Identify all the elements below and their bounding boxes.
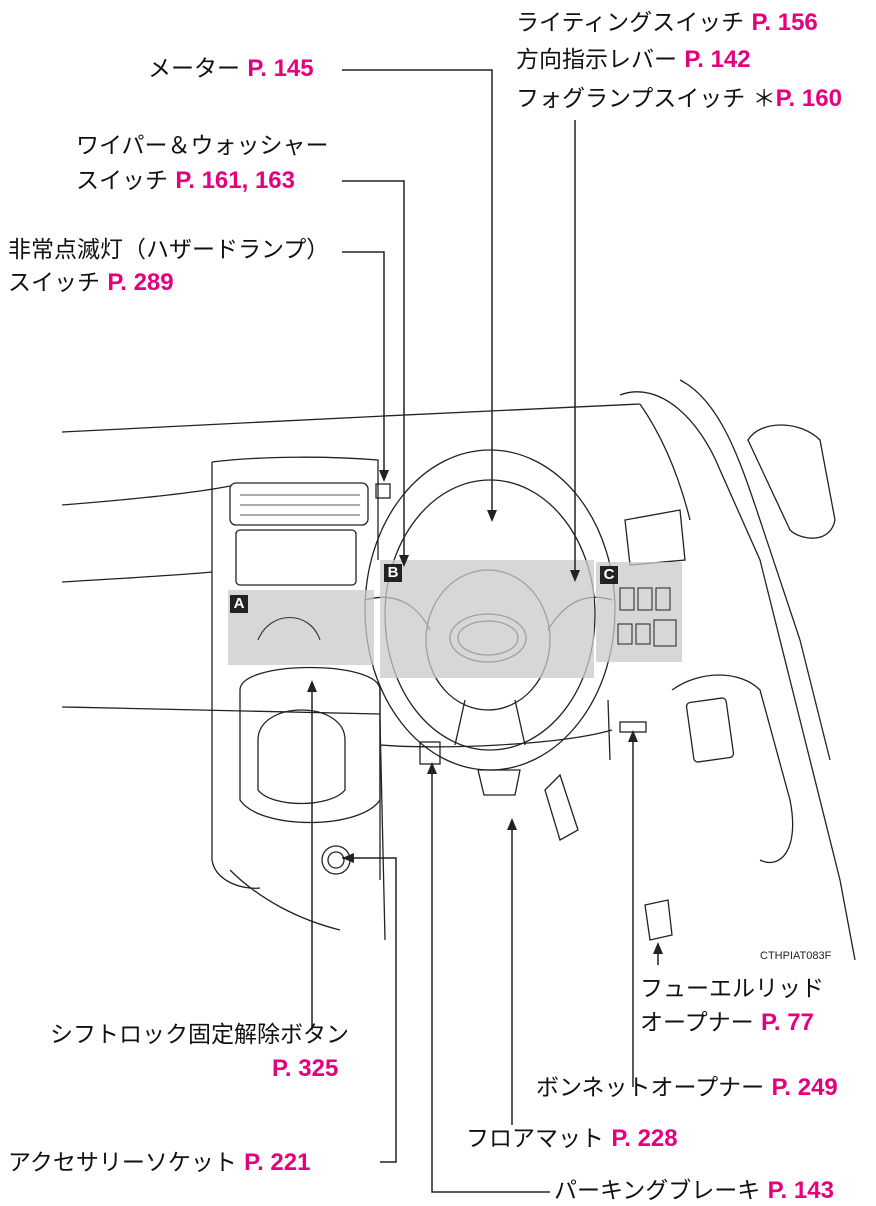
label-text: 方向指示レバー <box>516 47 677 73</box>
page-ref[interactable]: P. 145 <box>247 55 314 82</box>
page-ref[interactable]: P. 325 <box>272 1055 339 1082</box>
page-ref[interactable]: P. 143 <box>767 1177 834 1204</box>
label-text: フロアマット <box>466 1126 604 1152</box>
label-text: フォグランプスイッチ ＊ <box>516 86 776 112</box>
page-ref[interactable]: P. 289 <box>107 269 174 296</box>
label-hazard-line1: 非常点滅灯（ハザードランプ） <box>8 237 330 263</box>
label-fuel-line1: フューエルリッド <box>640 976 824 1002</box>
label-floor-mat: フロアマット P. 228 <box>466 1124 678 1154</box>
page-ref[interactable]: P. 161, 163 <box>175 167 295 194</box>
label-bonnet-opener: ボンネットオープナー P. 249 <box>536 1073 838 1103</box>
inset-badge-b: B <box>384 564 402 582</box>
page-ref[interactable]: P. 228 <box>611 1125 678 1152</box>
label-hazard-switch: スイッチ P. 289 <box>8 268 174 298</box>
label-accessory-socket: アクセサリーソケット P. 221 <box>8 1148 310 1178</box>
label-text: メーター <box>148 56 240 82</box>
label-meter: メーター P. 145 <box>148 54 314 84</box>
label-shift-lock-line1: シフトロック固定解除ボタン <box>50 1022 349 1048</box>
page-ref[interactable]: P. 77 <box>760 1009 814 1036</box>
page-ref[interactable]: P. 160 <box>775 85 842 112</box>
label-text: スイッチ <box>8 270 100 296</box>
label-wiper-switch: スイッチ P. 161, 163 <box>76 166 295 196</box>
label-shift-lock-ref: P. 325 <box>272 1054 338 1084</box>
page-ref[interactable]: P. 221 <box>244 1149 311 1176</box>
label-text: パーキングブレーキ <box>554 1178 761 1204</box>
page-ref[interactable]: P. 249 <box>771 1074 838 1101</box>
label-text: オープナー <box>640 1010 754 1036</box>
page-ref[interactable]: P. 156 <box>751 9 818 36</box>
label-text: ボンネットオープナー <box>536 1075 765 1101</box>
label-parking-brake: パーキングブレーキ P. 143 <box>554 1176 834 1206</box>
page-ref[interactable]: P. 142 <box>684 46 751 73</box>
label-text: ライティングスイッチ <box>516 10 745 36</box>
label-text: スイッチ <box>76 168 168 194</box>
label-fog-lamp-switch: フォグランプスイッチ ＊P. 160 <box>516 84 842 114</box>
label-text: アクセサリーソケット <box>8 1150 237 1176</box>
label-turn-signal-lever: 方向指示レバー P. 142 <box>516 45 751 75</box>
inset-badge-a: A <box>230 595 248 613</box>
label-lighting-switch: ライティングスイッチ P. 156 <box>516 8 818 38</box>
figure-code: CTHPIAT083F <box>760 950 832 962</box>
inset-badge-c: C <box>600 566 618 584</box>
label-fuel-lid-opener: オープナー P. 77 <box>640 1008 814 1038</box>
label-wiper-line1: ワイパー＆ウォッシャー <box>76 133 329 159</box>
